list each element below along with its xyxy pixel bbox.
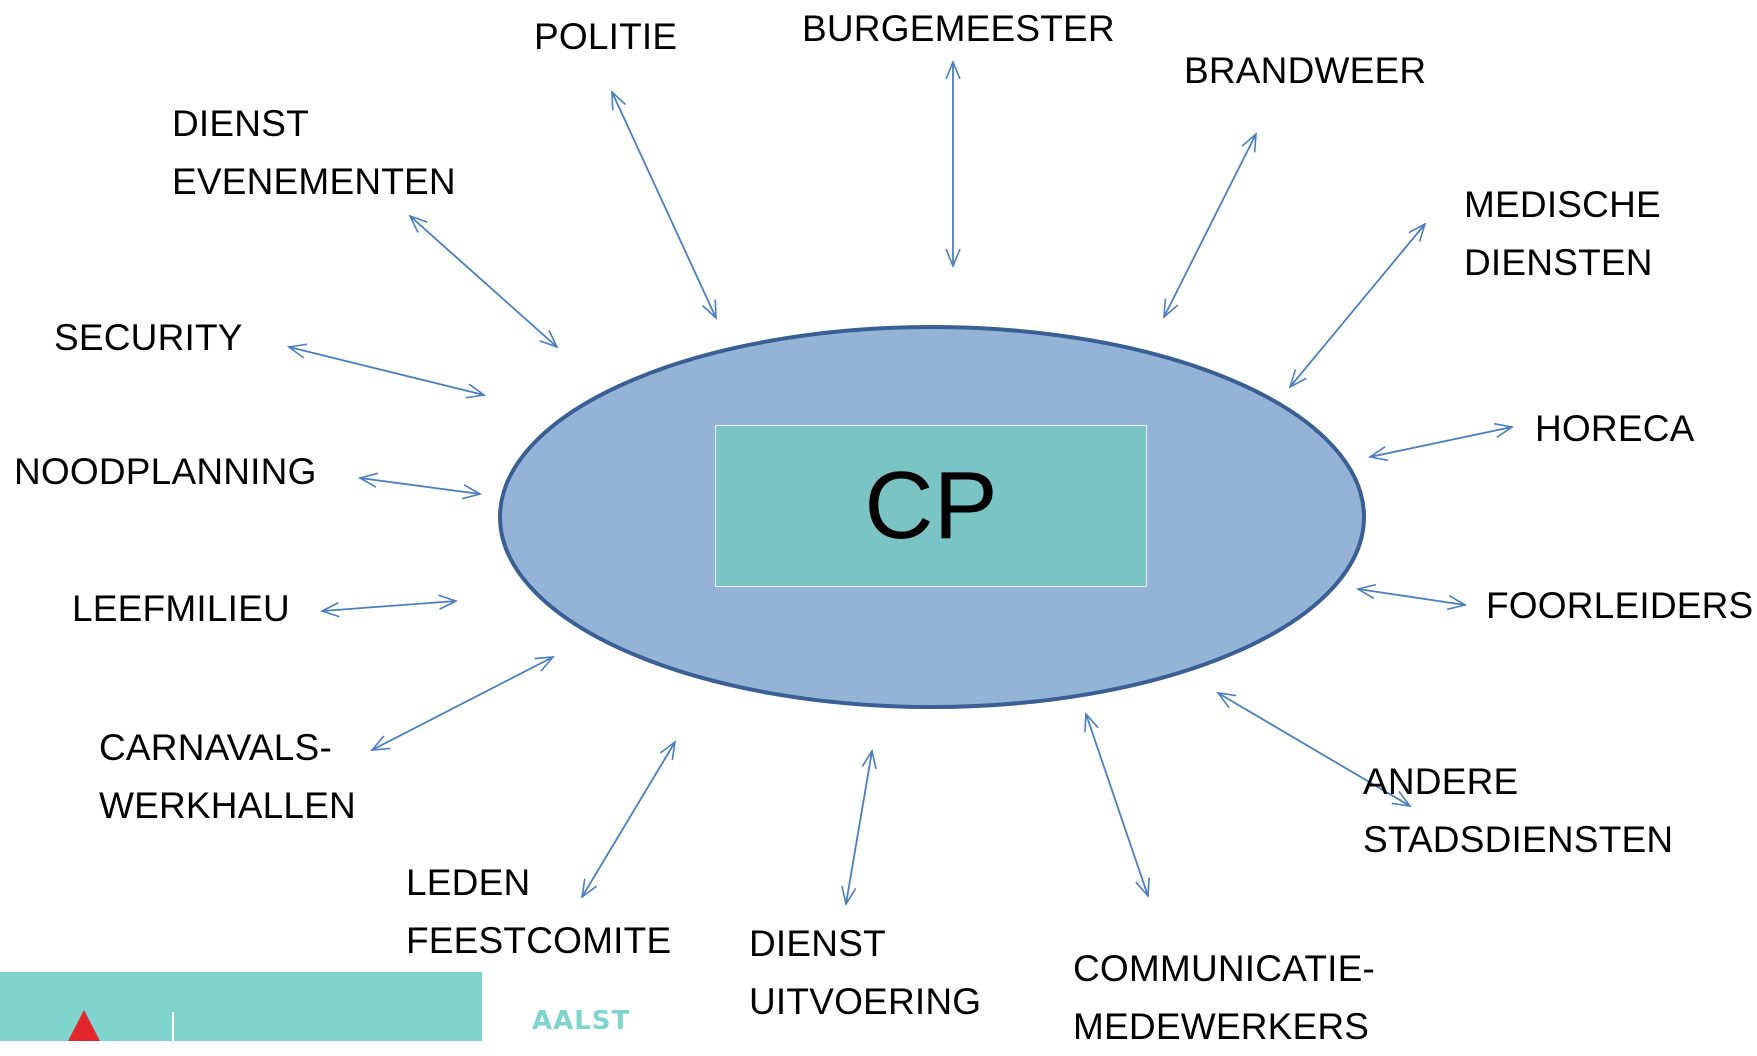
arrow-dienst-evenementen (408, 214, 559, 349)
arrow-foorleiders (1355, 583, 1468, 611)
footer-divider (172, 1012, 174, 1041)
node-label-horeca: HORECA (1535, 408, 1695, 449)
node-label-noodplanning: NOODPLANNING (14, 451, 317, 492)
node-label-dienst-uitvoering: DIENST UITVOERING (749, 923, 982, 1022)
arrow-carnavalswerkhallen (370, 656, 555, 751)
arrow-politie (611, 90, 717, 320)
arrow-horeca (1367, 422, 1515, 462)
logo-mark-icon (68, 1010, 100, 1041)
node-label-dienst-evenementen: DIENST EVENEMENTEN (172, 103, 456, 202)
node-label-foorleiders: FOORLEIDERS (1486, 585, 1754, 626)
node-label-communicatie-medewerkers: COMMUNICATIE- MEDEWERKERS (1073, 948, 1375, 1047)
node-label-burgemeester: BURGEMEESTER (802, 8, 1115, 49)
connector-arrows (286, 59, 1515, 907)
node-label-carnavalswerkhallen: CARNAVALS- WERKHALLEN (99, 727, 356, 826)
arrow-dienst-uitvoering (841, 748, 877, 907)
node-label-brandweer: BRANDWEER (1184, 50, 1427, 91)
arrow-medische-diensten (1288, 222, 1427, 389)
arrow-leefmilieu (319, 594, 459, 618)
node-label-security: SECURITY (54, 317, 243, 358)
brand-wordmark: AALST (532, 1006, 631, 1036)
cp-label: CP (864, 452, 998, 559)
node-label-medische-diensten: MEDISCHE DIENSTEN (1464, 184, 1661, 283)
arrow-andere-stadsdiensten (1216, 691, 1412, 808)
node-label-politie: POLITIE (534, 16, 678, 57)
node-label-leden-feestcomite: LEDEN FEESTCOMITE (406, 862, 672, 961)
arrow-communicatie-medewerkers (1084, 712, 1150, 898)
node-label-leefmilieu: LEEFMILIEU (72, 588, 290, 629)
arrow-brandweer (1163, 132, 1257, 319)
arrow-noodplanning (357, 472, 483, 500)
arrow-leden-feestcomite (580, 740, 677, 899)
cp-box: CP (715, 425, 1147, 587)
arrow-security (286, 343, 487, 399)
node-label-andere-stadsdiensten: ANDERE STADSDIENSTEN (1363, 761, 1674, 860)
